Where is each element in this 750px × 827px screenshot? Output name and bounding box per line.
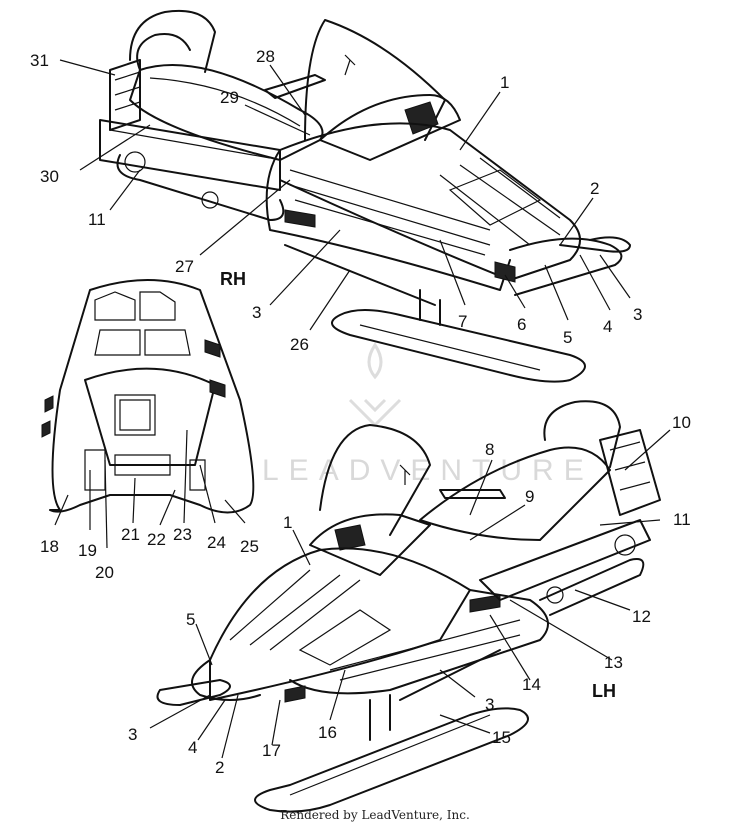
callout-20: 20 <box>95 563 114 582</box>
snowmobile-rh-view <box>99 10 631 383</box>
callout-23: 23 <box>173 525 192 544</box>
callout-16: 16 <box>318 723 337 742</box>
callout-24: 24 <box>207 533 226 552</box>
callout-10: 10 <box>672 413 691 432</box>
callout-21: 21 <box>121 525 140 544</box>
callout-1-bottom: 1 <box>283 513 292 532</box>
callout-5: 5 <box>563 328 572 347</box>
callout-4: 4 <box>603 317 612 336</box>
callout-7: 7 <box>458 312 467 331</box>
callout-3-top: 3 <box>252 303 261 322</box>
callout-29: 29 <box>220 88 239 107</box>
callout-3-top-right: 3 <box>633 305 642 324</box>
hood-front-view <box>41 279 255 514</box>
callout-31: 31 <box>30 51 49 70</box>
callout-17: 17 <box>262 741 281 760</box>
callout-11-bottom: 11 <box>673 510 691 529</box>
callout-22: 22 <box>147 530 166 549</box>
watermark-logo: LEADVENTURE <box>262 342 594 487</box>
callout-27: 27 <box>175 257 194 276</box>
callout-25: 25 <box>240 537 259 556</box>
callout-3-bottom-left: 3 <box>128 725 137 744</box>
callout-15: 15 <box>492 728 511 747</box>
callout-28: 28 <box>256 47 275 66</box>
callout-2: 2 <box>590 179 599 198</box>
callout-numbers: 31 28 29 1 2 30 11 27 RH 3 26 7 6 5 4 3 … <box>30 47 691 777</box>
callout-3-bottom-right: 3 <box>485 695 494 714</box>
callout-18: 18 <box>40 537 59 556</box>
footer-credit: Rendered by LeadVenture, Inc. <box>280 808 470 822</box>
watermark-text: LEADVENTURE <box>262 454 594 487</box>
callout-19: 19 <box>78 541 97 560</box>
callout-9: 9 <box>525 487 534 506</box>
callout-14: 14 <box>522 675 541 694</box>
callout-8: 8 <box>485 440 494 459</box>
callout-13: 13 <box>604 653 623 672</box>
callout-2-bottom: 2 <box>215 758 224 777</box>
callout-11: 11 <box>88 210 106 229</box>
callout-4-bottom: 4 <box>188 738 197 757</box>
callout-leaders <box>54 59 671 759</box>
rh-label: RH <box>220 269 246 289</box>
callout-26: 26 <box>290 335 309 354</box>
callout-12: 12 <box>632 607 651 626</box>
callout-1: 1 <box>500 73 509 92</box>
callout-5-bottom: 5 <box>186 610 195 629</box>
callout-30: 30 <box>40 167 59 186</box>
lh-label: LH <box>592 681 616 701</box>
callout-6: 6 <box>517 315 526 334</box>
